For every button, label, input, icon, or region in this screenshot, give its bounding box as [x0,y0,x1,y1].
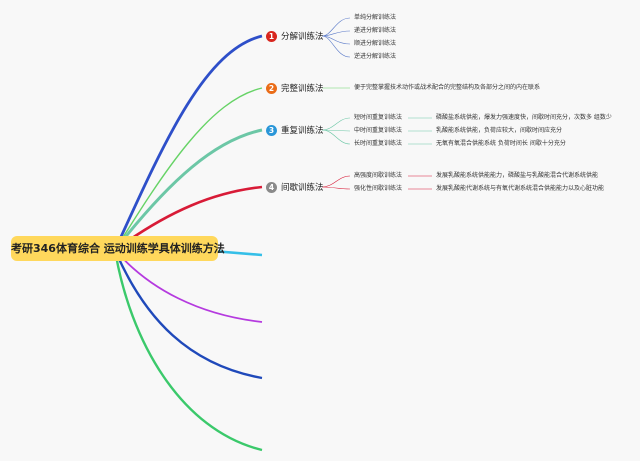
branch-1-child-1[interactable]: 单纯分解训练法 [354,14,397,21]
branch-4-child-1[interactable]: 高强度间歇训练法 [354,172,403,179]
branch-1-connector [113,34,263,251]
branch-3-detail-3[interactable]: 无氧有氧混合供能系统 负荷时间长 间歇十分充分 [436,140,566,147]
branch-1-label: 分解训练法 [281,32,324,42]
branch-1-child-4[interactable]: 逆进分解训练法 [354,53,397,60]
branch-3-detail-2[interactable]: 乳酸能系统供能，负荷应较大，间歇时间应充分 [436,127,563,134]
branch-4-child-2[interactable]: 强化性间歇训练法 [354,185,403,192]
branch-6-connector [114,249,263,323]
branch-8-connector [113,249,263,452]
branch-2-connector [114,87,263,251]
branch-1-child-2[interactable]: 递进分解训练法 [354,27,397,34]
branch-1-child-3[interactable]: 顺进分解训练法 [354,40,397,47]
badge-4: 4 [266,181,277,193]
branch-4-node[interactable]: 4 间歇训练法 [266,180,324,194]
branch-3-detail-1[interactable]: 磷酸盐系统供能，爆发力强速度快，间歇时间充分，次数多 组数少 [436,114,612,121]
branch-3-child-1[interactable]: 短时间重复训练法 [354,114,403,121]
central-topic[interactable]: 考研346体育综合 运动训练学具体训练方法 [11,236,225,261]
branch-4-detail-2[interactable]: 发展乳酸能代谢系统与有氧代谢系统混合供能能力以及心脏功能 [436,185,605,192]
badge-3: 3 [266,124,277,136]
branch-3-label: 重复训练法 [281,126,324,136]
branch-3-child-2[interactable]: 中时间重复训练法 [354,127,403,134]
badge-1: 1 [266,30,277,42]
badge-2: 2 [266,82,277,94]
branch-2-child-1[interactable]: 便于完整掌握技术动作或战术配合的完整结构及各部分之间的内在联系 [354,84,541,91]
branch-3-child-3[interactable]: 长时间重复训练法 [354,140,403,147]
branch-1-node[interactable]: 1 分解训练法 [266,29,324,43]
branch-4-detail-1[interactable]: 发展乳酸能系统供能能力，磷酸盐与乳酸能混合代谢系统供能 [436,172,599,179]
branch-3-node[interactable]: 3 重复训练法 [266,123,324,137]
branch-3-connector [113,128,263,251]
branch-7-connector [113,249,263,380]
branch-4-label: 间歇训练法 [281,183,324,193]
branch-2-node[interactable]: 2 完整训练法 [266,81,324,95]
branch-2-label: 完整训练法 [281,84,324,94]
